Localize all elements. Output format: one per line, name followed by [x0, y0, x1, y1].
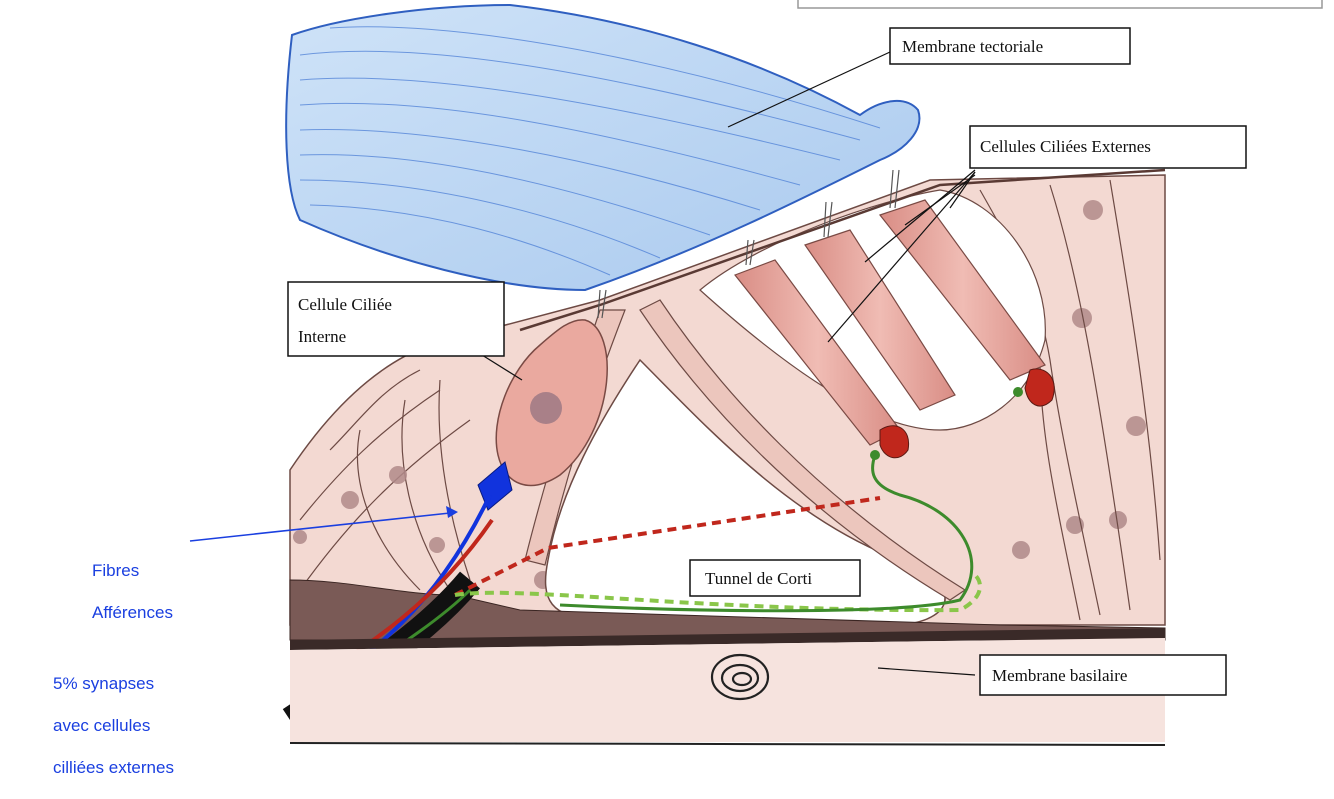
- tectorial-membrane: [285, 3, 921, 292]
- ohc-synapses: [870, 368, 1055, 460]
- afferent-fibers-note: Fibres Afférences: [92, 539, 173, 644]
- bottom-line: [289, 742, 1166, 746]
- label-basilar: Membrane basilaire: [979, 654, 1227, 696]
- label-tunnel-text: Tunnel de Corti: [705, 569, 812, 588]
- supporting-cell-nuclei: [293, 200, 1146, 608]
- organ-of-corti-diagram: Membrane tectoriale Cellules Ciliées Ext…: [189, 0, 1323, 746]
- efferent-green-path: [454, 573, 982, 613]
- label-outer-hair-cells: Cellules Ciliées Externes: [969, 125, 1247, 169]
- synapses-note-line2: avec cellules: [53, 716, 151, 735]
- tympanic-layer: [290, 638, 1165, 742]
- leader-lines: [481, 51, 976, 676]
- tectorial-fibers: [299, 26, 881, 276]
- afferent-note-line2: Afférences: [92, 603, 173, 622]
- label-ihc-text-2: Interne: [298, 327, 346, 346]
- label-ihc-text-1: Cellule Ciliée: [298, 295, 392, 314]
- basilar-membrane: [290, 628, 1165, 650]
- inner-supporting-cells: [299, 369, 471, 591]
- afferent-note-line1: Fibres: [92, 561, 140, 580]
- afferent-arrow: [189, 512, 451, 542]
- afferent-arrowhead: [446, 506, 458, 518]
- outer-hair-cells: [734, 199, 1046, 446]
- ohc-green-fibers: [559, 454, 974, 613]
- top-frame-fragment: [797, 0, 1323, 9]
- label-inner-hair-cell: Cellule Ciliée Interne: [287, 281, 505, 357]
- synapses-note-line1: 5% synapses: [53, 674, 155, 693]
- label-tunnel: Tunnel de Corti: [689, 559, 861, 597]
- label-ohc-text: Cellules Ciliées Externes: [980, 137, 1151, 156]
- stereocilia: [597, 169, 900, 319]
- efferent-red-path: [454, 496, 881, 597]
- synapses-note-line3: cilliées externes: [53, 758, 174, 777]
- synapses-note: 5% synapses avec cellules cilliées exter…: [53, 652, 174, 799]
- ihc-nucleus: [530, 392, 562, 424]
- label-tectorial-text: Membrane tectoriale: [902, 37, 1043, 56]
- label-basilar-text: Membrane basilaire: [992, 666, 1127, 685]
- label-tectorial: Membrane tectoriale: [889, 27, 1131, 65]
- spiral-vessel: [710, 653, 770, 701]
- reticular-lamina: [519, 168, 1166, 332]
